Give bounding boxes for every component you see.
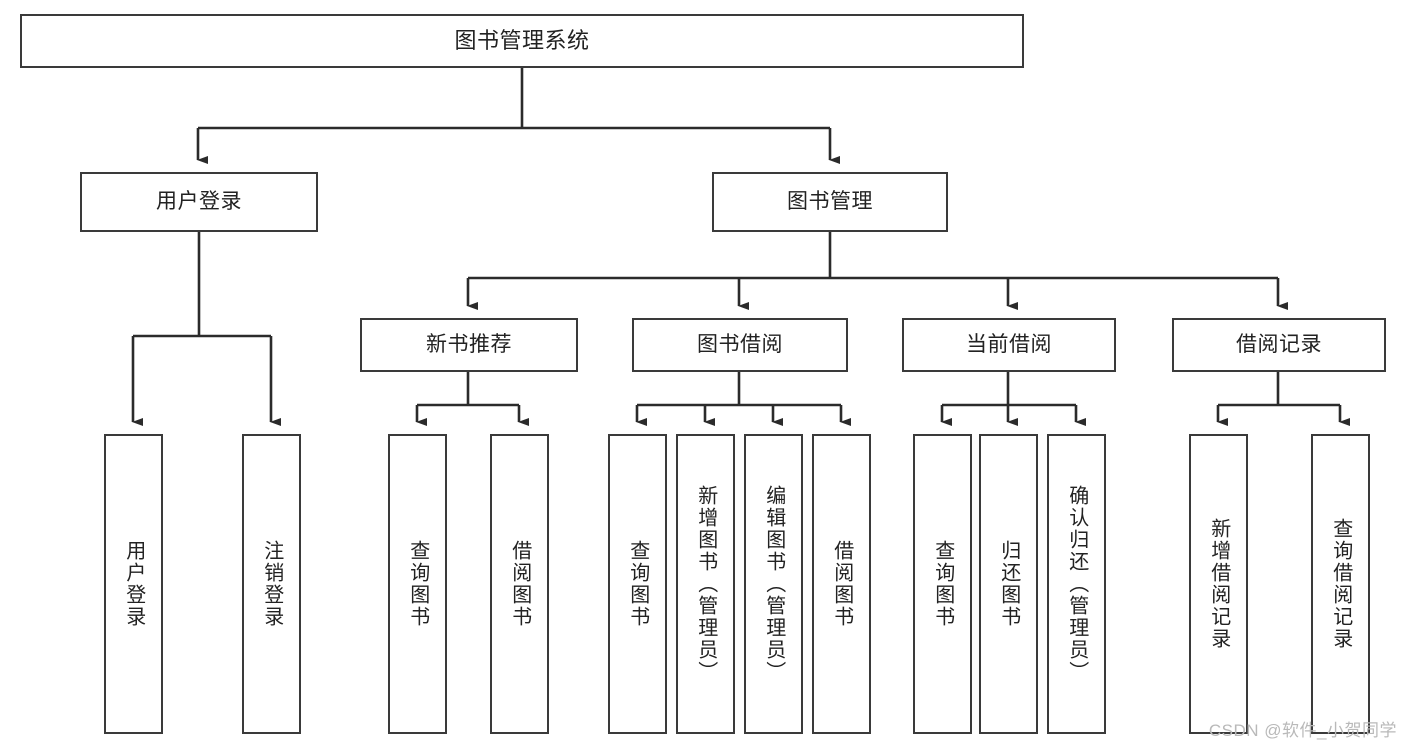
node-leaf-query-borrow-record[interactable]: 查询借阅记录 bbox=[1311, 434, 1370, 734]
node-label: 新增借阅记录 bbox=[1207, 518, 1230, 650]
node-book-manage[interactable]: 图书管理 bbox=[712, 172, 948, 232]
node-leaf-return-book[interactable]: 归还图书 bbox=[979, 434, 1038, 734]
node-leaf-edit-book-admin[interactable]: 编辑图书（管理员） bbox=[744, 434, 803, 734]
node-label: 当前借阅 bbox=[966, 333, 1052, 357]
node-label: 图书管理系统 bbox=[454, 27, 590, 53]
node-label: 注销登录 bbox=[260, 540, 283, 628]
node-label: 查询借阅记录 bbox=[1329, 518, 1352, 650]
node-new-book-recommend[interactable]: 新书推荐 bbox=[360, 318, 578, 372]
node-current-borrow[interactable]: 当前借阅 bbox=[902, 318, 1116, 372]
node-leaf-logout[interactable]: 注销登录 bbox=[242, 434, 301, 734]
node-leaf-query-book-1[interactable]: 查询图书 bbox=[388, 434, 447, 734]
node-label: 用户登录 bbox=[122, 540, 145, 628]
node-leaf-add-borrow-record[interactable]: 新增借阅记录 bbox=[1189, 434, 1248, 734]
node-label: 借阅记录 bbox=[1236, 333, 1322, 357]
node-label: 用户登录 bbox=[156, 190, 242, 214]
node-label: 确认归还（管理员） bbox=[1065, 485, 1088, 683]
node-borrow-record[interactable]: 借阅记录 bbox=[1172, 318, 1386, 372]
node-label: 图书管理 bbox=[787, 190, 873, 214]
node-leaf-query-book-2[interactable]: 查询图书 bbox=[608, 434, 667, 734]
node-book-borrow[interactable]: 图书借阅 bbox=[632, 318, 848, 372]
node-leaf-query-book-3[interactable]: 查询图书 bbox=[913, 434, 972, 734]
node-leaf-confirm-return-admin[interactable]: 确认归还（管理员） bbox=[1047, 434, 1106, 734]
node-leaf-borrow-book-1[interactable]: 借阅图书 bbox=[490, 434, 549, 734]
node-label: 借阅图书 bbox=[830, 540, 853, 628]
node-label: 图书借阅 bbox=[697, 333, 783, 357]
node-label: 编辑图书（管理员） bbox=[762, 485, 785, 683]
node-label: 新书推荐 bbox=[426, 333, 512, 357]
node-label: 借阅图书 bbox=[508, 540, 531, 628]
csdn-watermark: CSDN @软件_小贺同学 bbox=[1208, 721, 1397, 740]
node-leaf-borrow-book-2[interactable]: 借阅图书 bbox=[812, 434, 871, 734]
node-leaf-user-login[interactable]: 用户登录 bbox=[104, 434, 163, 734]
node-root-system[interactable]: 图书管理系统 bbox=[20, 14, 1024, 68]
node-label: 查询图书 bbox=[931, 540, 954, 628]
node-label: 新增图书（管理员） bbox=[694, 485, 717, 683]
node-label: 查询图书 bbox=[626, 540, 649, 628]
node-user-login[interactable]: 用户登录 bbox=[80, 172, 318, 232]
node-label: 归还图书 bbox=[997, 540, 1020, 628]
node-label: 查询图书 bbox=[406, 540, 429, 628]
node-leaf-add-book-admin[interactable]: 新增图书（管理员） bbox=[676, 434, 735, 734]
